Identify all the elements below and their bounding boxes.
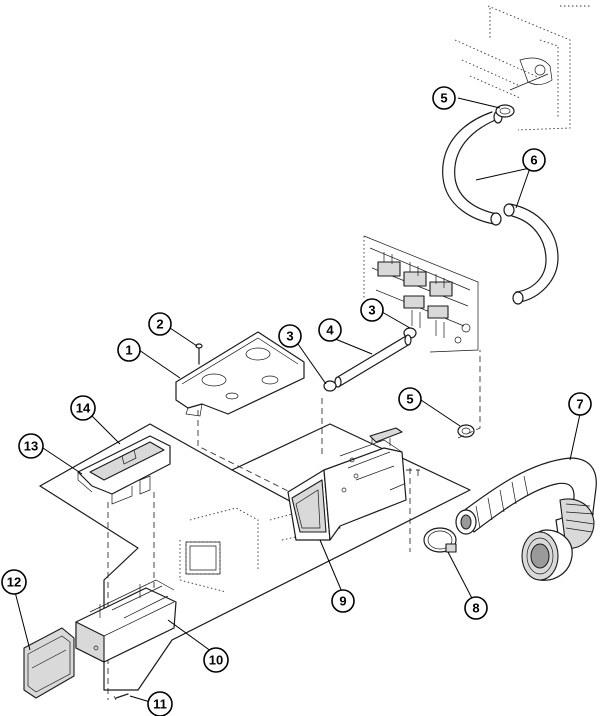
callout-10-label: 10 [209,653,223,668]
callout-5a-label: 5 [440,91,447,106]
callout-9: 9 [331,589,355,613]
callout-3b-label: 3 [368,303,375,318]
callout-11: 11 [147,691,173,716]
callout-8: 8 [464,596,488,620]
leader-lines [13,97,581,705]
hose-upper-segment [442,110,503,226]
hose-clamp-upper [495,104,515,118]
cover-plate [175,331,305,417]
callout-1: 1 [117,338,141,362]
callout-11-label: 11 [153,697,167,712]
callout-3a: 3 [278,324,302,348]
callout-12: 12 [1,569,27,595]
callout-9-label: 9 [339,594,346,609]
callout-4-label: 4 [326,323,334,338]
callout-12-label: 12 [7,575,21,590]
cabinet-top-corner [454,5,590,131]
drain-hose [455,457,597,581]
drain-hose-clamp [423,527,457,553]
callout-3b: 3 [360,298,384,322]
dispenser-drawer [75,579,177,663]
callout-4: 4 [318,318,342,342]
dispenser-mount-outline [39,350,481,700]
callout-3a-label: 3 [286,329,293,344]
dispenser-housing [287,427,407,541]
mounting-bracket [77,435,171,505]
callout-6: 6 [522,148,546,172]
callout-14: 14 [70,395,96,421]
valve-bracket-assembly [363,235,479,353]
hose-clamp-lower [457,424,475,438]
callout-2: 2 [148,312,172,336]
callout-13: 13 [18,433,44,459]
callout-10: 10 [203,647,229,673]
callout-5b: 5 [398,387,422,411]
callout-7-label: 7 [576,397,583,412]
callout-13-label: 13 [24,439,38,454]
callout-1-label: 1 [125,343,132,358]
callout-8-label: 8 [472,601,479,616]
drawer-screw [113,693,129,701]
connector-tube [334,334,412,388]
hose-clamp-left [323,380,337,392]
cabinet-cutout [179,507,301,593]
hose-lower-segment [503,203,559,305]
screw [195,343,203,365]
callout-2-label: 2 [156,317,163,332]
callout-7: 7 [568,392,592,416]
callout-5a: 5 [432,86,456,110]
callout-14-label: 14 [76,401,91,416]
drawer-front-panel [23,627,75,699]
callout-5b-label: 5 [406,392,413,407]
callout-6-label: 6 [530,153,537,168]
